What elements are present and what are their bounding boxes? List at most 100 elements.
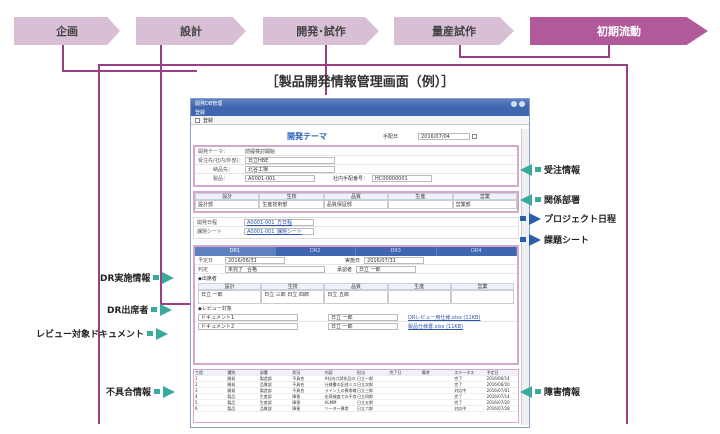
menu-register[interactable]: 登録 [191, 108, 529, 116]
dept-header: 設計 [198, 283, 262, 290]
grid-header-cell: 工程 [195, 370, 203, 375]
product-field[interactable]: A0001-001 [245, 175, 315, 182]
grid-cell: 生産部 [259, 400, 272, 405]
grid-cell: 2 [195, 382, 198, 387]
grid-cell: 製造部 [259, 376, 272, 381]
dept-field[interactable]: 営業部 [452, 200, 518, 209]
review-label: ◆レビュー対象 [198, 306, 232, 312]
doc-owner-field[interactable]: 日立 一郎 [328, 323, 398, 330]
tab-dr1[interactable]: DR1 [195, 247, 276, 256]
grid-cell: 完了 [454, 376, 463, 381]
arrow-right-icon [160, 303, 173, 316]
grid-cell [421, 400, 453, 405]
grid-cell: 2016/07/01 [486, 388, 510, 393]
dept-header: 生技 [261, 283, 325, 290]
grid-cell [421, 394, 453, 399]
grid-cell: 製品 [227, 406, 236, 411]
table-row[interactable]: 1開発製造部不具合A社向け試作品の振動確認日立一郎完了2016/06/14 [194, 376, 518, 382]
register-button[interactable]: 登録 [203, 117, 214, 124]
tab-dr2[interactable]: DR2 [276, 247, 356, 256]
date-label: 手配日 [383, 133, 399, 140]
grid-header-cell: 部署 [259, 370, 268, 375]
grid-header-row: 工程種別部署状況内容担当完了日備考ステータス予定日 [194, 370, 518, 376]
calendar-icon[interactable] [472, 133, 478, 139]
grid-cell [421, 406, 453, 411]
tab-dr3[interactable]: DR3 [356, 247, 437, 256]
department-section: 設計 生技 品質 生産 営業 設計部 生産技術部 品質保証部 営業部 [193, 191, 519, 213]
register-icon[interactable] [195, 117, 200, 123]
dept-header: 品質 [323, 193, 389, 200]
attendee-field[interactable] [450, 290, 515, 304]
callout-label: 不具合情報 [106, 388, 152, 398]
arrow-bar [520, 237, 526, 242]
arrow-bar [154, 389, 161, 394]
doc-owner-field[interactable]: 日立 一郎 [328, 313, 398, 321]
close-icon[interactable] [519, 100, 525, 107]
dr-date-field[interactable]: 2016/06/31 [225, 256, 285, 264]
doc-file-link[interactable]: 製品仕様書.xlsx (11KB) [408, 324, 464, 330]
attendee-field[interactable]: 日立 五郎 [324, 290, 388, 304]
connector-line [62, 45, 64, 71]
doc-file-link[interactable]: DRレビュー用仕様.xlsx (11KB) [408, 314, 481, 321]
approver-field[interactable]: 日立 一郎 [356, 265, 417, 273]
attendee-field[interactable]: 日立 三郎 [264, 292, 286, 298]
dept-header: 生産 [387, 283, 451, 290]
callout-defect-info: 不具合情報 [106, 385, 176, 398]
dept-header: 営業 [452, 193, 518, 200]
grid-cell [388, 400, 420, 405]
callout-dr-info: DR実施情報 [100, 271, 175, 284]
grid-cell [388, 394, 420, 399]
grid-cell: 製品 [227, 394, 236, 399]
field-row: 納品先：北谷工場 [195, 165, 517, 174]
phase-development: 開発･試作 [263, 17, 379, 45]
arrow-right-icon [529, 212, 541, 225]
order-number-field[interactable]: HC00000001 [372, 175, 433, 182]
grid-cell: 製品 [227, 400, 236, 405]
connector-line [62, 70, 197, 72]
callout-label: プロジェクト日程 [544, 215, 617, 225]
connector-line [325, 45, 327, 95]
dept-field[interactable] [388, 200, 453, 209]
customer-field[interactable]: 日立HBE [245, 156, 335, 164]
attendee-field[interactable]: 日立 一郎 [198, 290, 262, 304]
judge-row: 判定 未完了合格 承認者日立 一郎 [195, 265, 517, 274]
callout-departments: 関係部署 [520, 193, 580, 206]
review-doc-row: ドキュメント1 日立 一郎 DRレビュー用仕様.xlsx (11KB) [195, 313, 517, 322]
dept-field[interactable]: 設計部 [195, 200, 260, 209]
tab-dr4[interactable]: DR4 [437, 247, 517, 256]
arrow-bar [151, 307, 158, 312]
dept-header: 設計 [195, 193, 260, 200]
dr-done-field[interactable]: 2016/07/31 [364, 256, 425, 264]
attendee-field[interactable] [387, 290, 451, 304]
dept-field[interactable]: 品質保証部 [323, 200, 389, 209]
radio-incomplete[interactable]: 未完了 [228, 266, 244, 273]
grid-cell [421, 382, 453, 387]
arrow-right-icon [163, 385, 176, 398]
minimize-icon[interactable] [511, 100, 517, 107]
delivery-field[interactable]: 北谷工場 [245, 165, 335, 173]
form-header: 開発テーマ 手配日 2016/07/04 [191, 129, 519, 143]
table-row[interactable]: 3開発製造部不具合ライン上の異常確認日立三郎対応中2016/07/01 [194, 388, 518, 394]
doc-name: ドキュメント1 [198, 313, 298, 321]
dept-value-row: 設計部 生産技術部 品質保証部 営業部 [195, 200, 518, 209]
grid-cell: 3 [195, 388, 198, 393]
date-field[interactable]: 2016/07/04 [418, 132, 471, 140]
callout-label: DR実施情報 [100, 274, 151, 284]
grid-cell: 完了 [454, 382, 463, 387]
grid-cell [388, 376, 420, 381]
grid-header-cell: 種別 [227, 370, 236, 375]
radio-pass[interactable]: 合格 [247, 266, 258, 273]
grid-cell: 不具合 [292, 382, 305, 387]
toolbar: 登録 [191, 116, 529, 125]
dept-field[interactable]: 生産技術部 [259, 200, 324, 209]
schedule-link[interactable]: A0001-001_方日程 [247, 219, 292, 226]
vertical-scrollbar[interactable] [521, 129, 529, 425]
attendee-field[interactable]: 日立 四郎 [287, 292, 309, 298]
issue-sheet-link[interactable]: A0001-001_課題シート [247, 229, 302, 235]
connector-line [160, 303, 192, 305]
